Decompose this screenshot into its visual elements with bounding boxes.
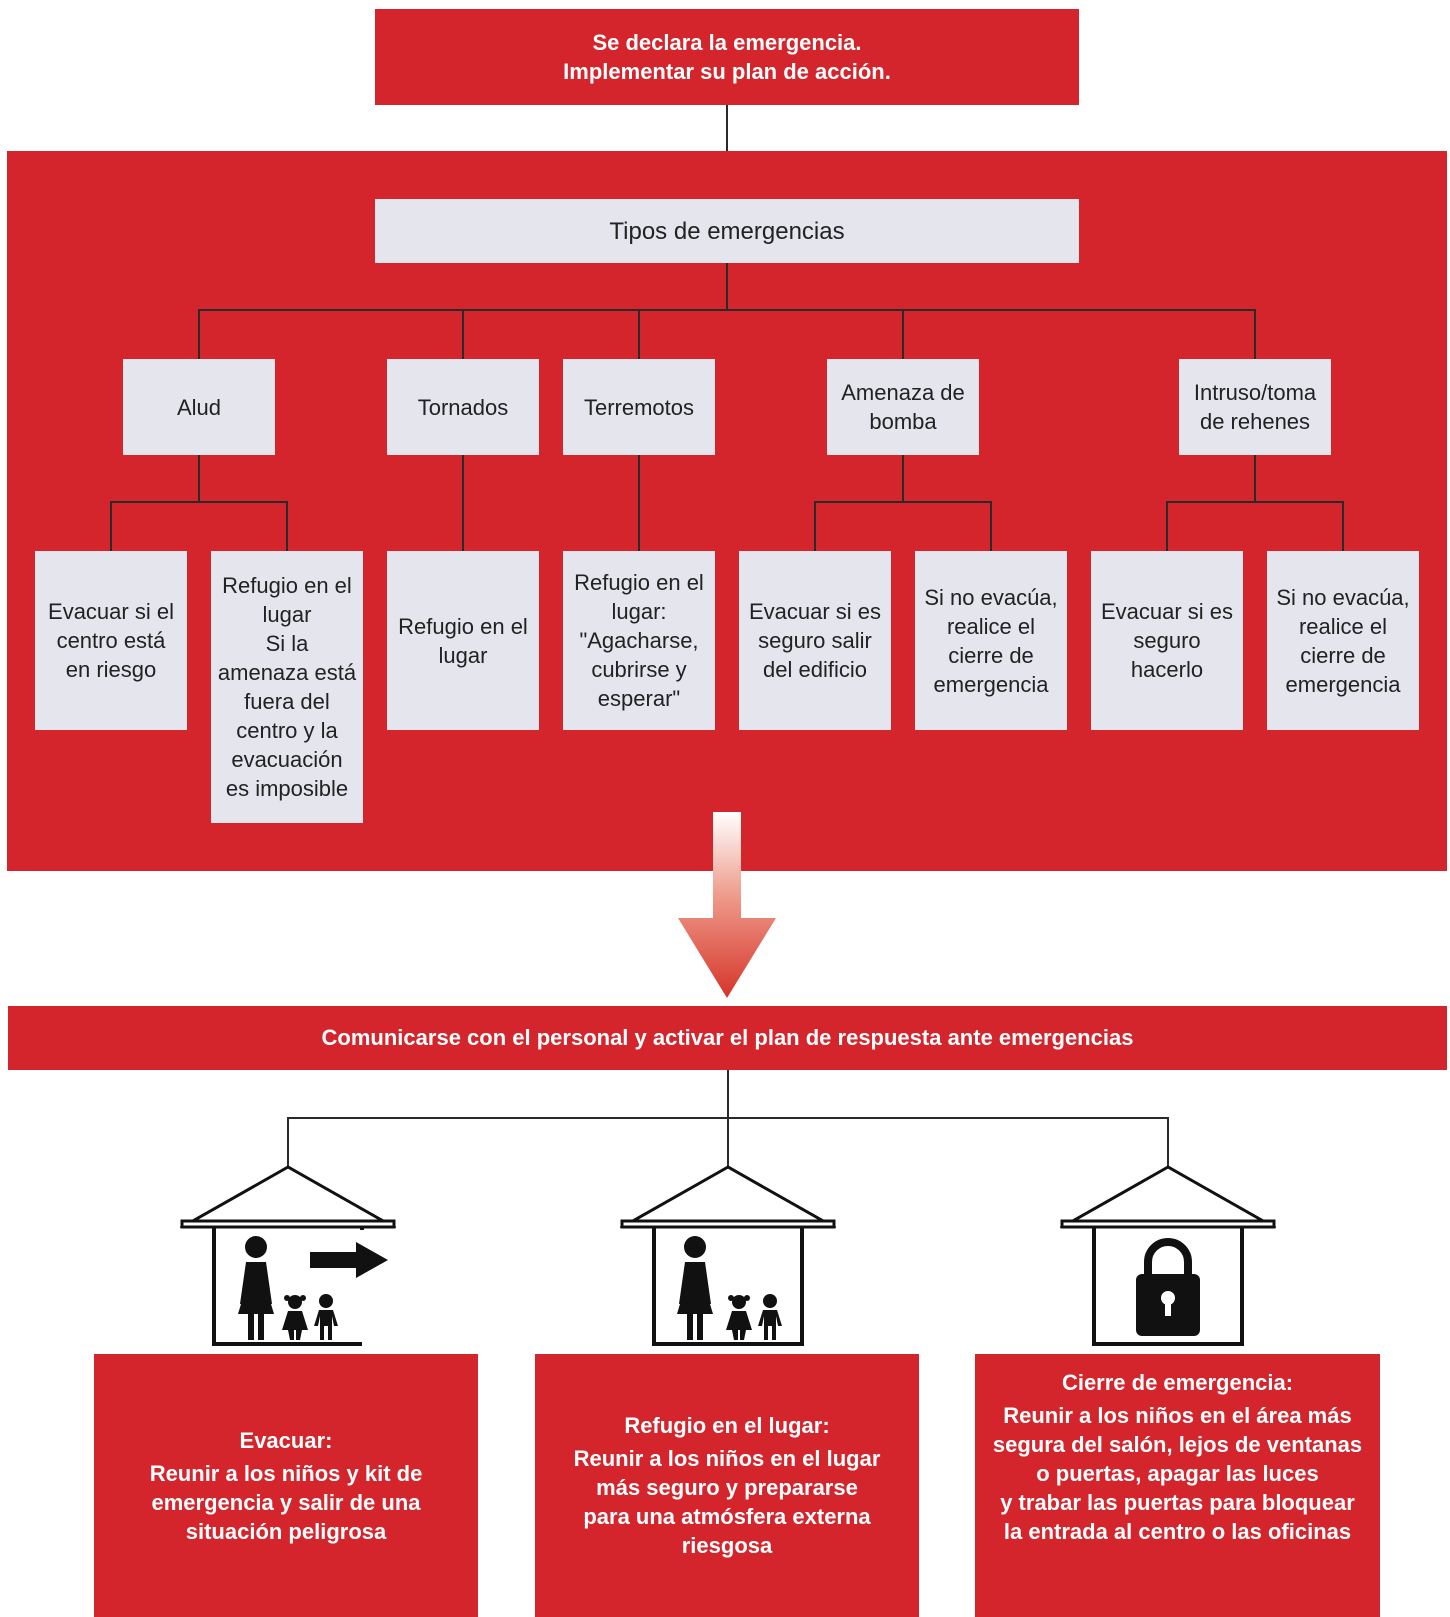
response-title: Cierre de emergencia: xyxy=(1061,1370,1294,1395)
top-banner: Se declara la emergencia. Implementar su… xyxy=(375,9,1079,105)
response-title: Evacuar: xyxy=(239,1427,333,1453)
type-box-terremotos: Terremotos xyxy=(563,359,715,455)
response-body: Reunir a los niños en el área más segura… xyxy=(992,1403,1363,1544)
communicate-banner: Comunicarse con el personal y activar el… xyxy=(8,1006,1447,1070)
connector xyxy=(902,309,904,359)
connector xyxy=(462,309,464,359)
action-box: Si no evacúa, realice el cierre de emerg… xyxy=(1267,551,1419,730)
connector xyxy=(110,501,288,503)
connector xyxy=(990,501,992,551)
connector xyxy=(1166,501,1168,551)
action-box: Refugio en el lugar Si la amenaza está f… xyxy=(211,551,363,823)
type-box-alud: Alud xyxy=(123,359,275,455)
connector xyxy=(286,501,288,551)
house-evacuate-icon xyxy=(180,1165,396,1346)
connector-top xyxy=(726,105,728,151)
action-box: Refugio en el lugar xyxy=(387,551,539,730)
response-box-evacuate: Evacuar: Reunir a los niños y kit de eme… xyxy=(94,1354,478,1617)
top-banner-line2: Implementar su plan de acción. xyxy=(563,59,891,84)
type-box-amenaza-bomba: Amenaza de bomba xyxy=(827,359,979,455)
connector xyxy=(814,501,992,503)
response-title: Refugio en el lugar: xyxy=(624,1413,830,1438)
connector xyxy=(1167,1117,1169,1166)
response-box-lockdown: Cierre de emergencia: Reunir a los niños… xyxy=(975,1354,1380,1617)
connector xyxy=(287,1117,1169,1119)
response-body: Reunir a los niños y kit de emergencia y… xyxy=(149,1460,423,1544)
connector xyxy=(198,454,200,502)
response-box-shelter: Refugio en el lugar: Reunir a los niños … xyxy=(535,1354,919,1617)
action-box: Evacuar si es seguro salir del edificio xyxy=(739,551,891,730)
types-header: Tipos de emergencias xyxy=(375,199,1079,263)
connector xyxy=(638,309,640,359)
connector xyxy=(638,454,640,551)
top-banner-line1: Se declara la emergencia. xyxy=(592,30,862,55)
connector xyxy=(1166,501,1344,503)
connector xyxy=(287,1117,289,1166)
house-lock-icon xyxy=(1060,1165,1276,1346)
response-body: Reunir a los niños en el lugar más segur… xyxy=(573,1446,881,1558)
connector xyxy=(198,309,1256,311)
action-box: Evacuar si es seguro hacerlo xyxy=(1091,551,1243,730)
connector xyxy=(1342,501,1344,551)
connector xyxy=(902,454,904,502)
connector xyxy=(814,501,816,551)
connector xyxy=(110,501,112,551)
connector xyxy=(1254,454,1256,502)
connector xyxy=(198,309,200,359)
type-box-tornados: Tornados xyxy=(387,359,539,455)
connector xyxy=(726,262,728,310)
connector xyxy=(462,454,464,551)
action-box: Refugio en el lugar: "Agacharse, cubrirs… xyxy=(563,551,715,730)
type-box-intruso: Intruso/toma de rehenes xyxy=(1179,359,1331,455)
action-box: Evacuar si el centro está en riesgo xyxy=(35,551,187,730)
house-shelter-icon xyxy=(620,1165,836,1346)
connector xyxy=(1254,309,1256,359)
down-arrow-icon xyxy=(678,812,776,998)
action-box: Si no evacúa, realice el cierre de emerg… xyxy=(915,551,1067,730)
